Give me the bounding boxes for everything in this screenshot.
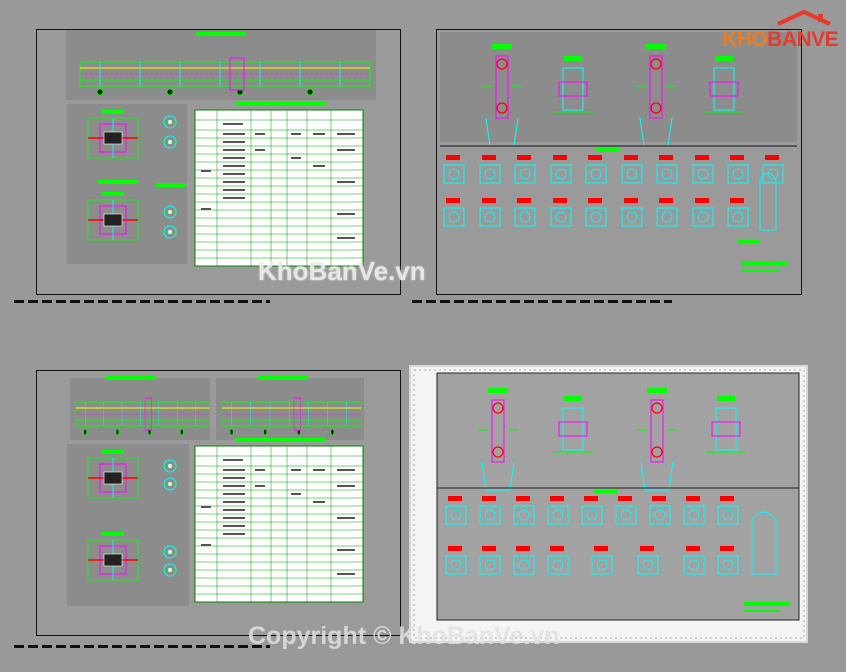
sheet-caption-bar — [14, 300, 270, 303]
logo-text-kho: KHO — [722, 28, 768, 51]
logo-wordmark: KHOBANVE — [722, 28, 839, 52]
top-right-drawing — [440, 32, 797, 272]
watermark-text: KhoBanVe.vn — [258, 256, 426, 286]
sheet-caption-bar — [412, 300, 672, 303]
house-roof-icon — [777, 9, 831, 26]
bottom-right-drawing — [413, 369, 805, 639]
bottom-left-drawing — [67, 376, 364, 606]
sheet-caption-bar — [14, 645, 270, 648]
copyright-text: Copyright © KhoBanVe.vn — [248, 622, 560, 650]
khobanve-logo[interactable]: KHOBANVE — [722, 8, 840, 54]
logo-text-banve: BANVE — [767, 28, 839, 51]
top-left-drawing — [66, 30, 376, 267]
